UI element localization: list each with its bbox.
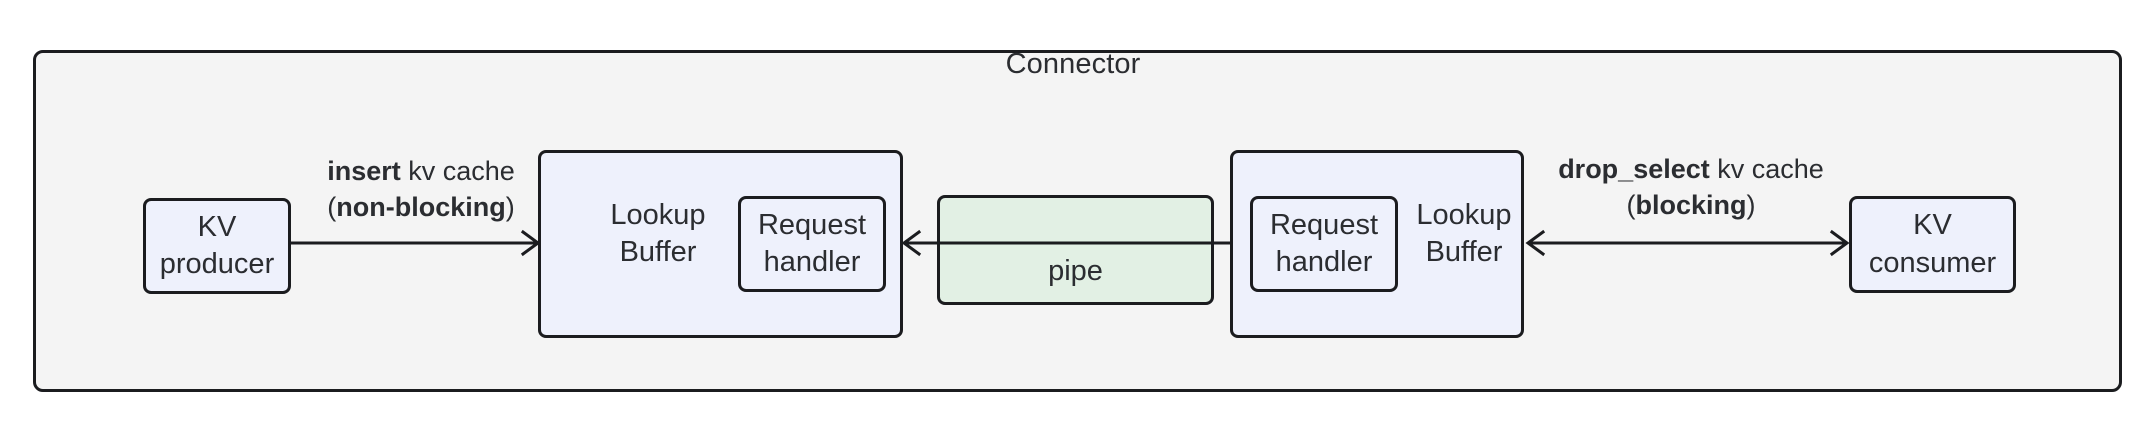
kv-consumer-line-1: KV <box>1913 209 1952 242</box>
lookup-buffer-left-line-1: Lookup <box>610 199 706 231</box>
kv-consumer-line-2: consumer <box>1868 246 1997 279</box>
lookup-buffer-left-label: Lookup Buffer <box>588 197 728 271</box>
node-pipe-label: pipe <box>1048 254 1103 287</box>
kv-producer-line-2: producer <box>159 248 275 280</box>
edge-label-drop-select: drop_select kv cache (blocking) <box>1526 152 1856 223</box>
edge-label-insert-mode: non-blocking <box>336 191 506 222</box>
paren-close-2: ) <box>1746 189 1756 220</box>
lookup-buffer-right-line-2: Buffer <box>1425 236 1503 269</box>
edge-label-insert-line-1: insert kv cache <box>290 154 552 190</box>
paren-close: ) <box>505 191 515 222</box>
lookup-buffer-left-line-2: Buffer <box>619 236 697 269</box>
kv-producer-line-1: KV <box>197 210 237 243</box>
arrow-drop-select <box>1525 229 1850 257</box>
node-kv-consumer-label: KV consumer <box>1869 207 1996 281</box>
edge-label-insert-bold: insert <box>327 156 401 186</box>
request-handler-left-label: Request handler <box>758 207 866 281</box>
lookup-buffer-right-line-1: Lookup <box>1416 199 1512 231</box>
lookup-buffer-right-label: Lookup Buffer <box>1404 197 1524 271</box>
node-request-handler-right[interactable]: Request handler <box>1250 196 1398 292</box>
paren-open: ( <box>327 191 337 222</box>
paren-open-2: ( <box>1626 189 1636 220</box>
request-handler-right-line-2: handler <box>1275 246 1373 278</box>
node-pipe[interactable]: pipe <box>937 195 1214 305</box>
edge-label-drop-select-rest: kv cache <box>1709 154 1824 184</box>
edge-label-insert-rest: kv cache <box>400 156 515 186</box>
connector-title: Connector <box>1005 48 1141 80</box>
node-kv-consumer[interactable]: KV consumer <box>1849 196 2016 293</box>
edge-label-drop-select-bold: drop_select <box>1558 154 1710 184</box>
edge-label-insert: insert kv cache (non-blocking) <box>290 154 552 225</box>
edge-label-drop-select-mode: blocking <box>1635 189 1747 220</box>
request-handler-left-line-2: handler <box>763 246 861 278</box>
node-kv-producer-label: KV producer <box>160 209 274 283</box>
request-handler-right-line-1: Request <box>1269 208 1378 241</box>
node-request-handler-left[interactable]: Request handler <box>738 196 886 292</box>
request-handler-left-line-1: Request <box>757 208 866 241</box>
edge-label-insert-line-2: (non-blocking) <box>290 190 552 226</box>
node-kv-producer[interactable]: KV producer <box>143 198 291 294</box>
arrow-pipe-bidirectional <box>901 229 1251 257</box>
edge-label-drop-select-line-1: drop_select kv cache <box>1526 152 1856 188</box>
arrow-insert <box>291 229 541 257</box>
edge-label-drop-select-line-2: (blocking) <box>1526 188 1856 224</box>
request-handler-right-label: Request handler <box>1270 207 1378 281</box>
